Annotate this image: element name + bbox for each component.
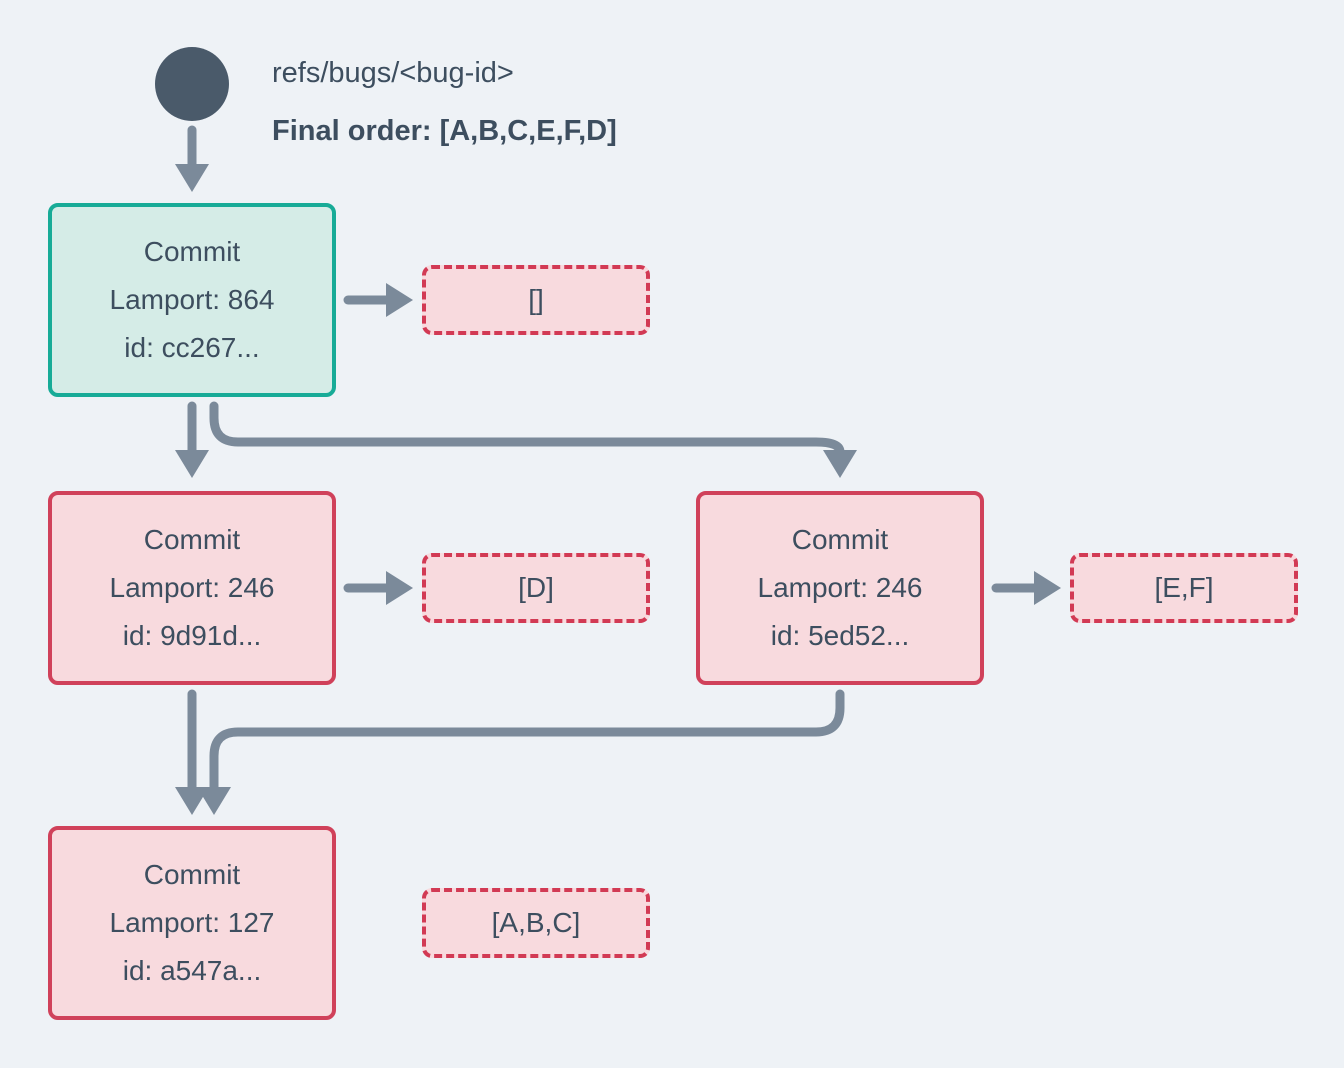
arrow-right-to-bottom [209,689,845,794]
commit-title: Commit [143,859,241,890]
commit-node-right: Commit Lamport: 246 id: 5ed52... [696,491,984,685]
arrowhead-left-to-ops [386,571,413,605]
ref-node-circle [155,47,229,121]
commit-id: id: 9d91d... [122,620,262,651]
commit-id: id: a547a... [122,955,262,986]
commit-lamport: Lamport: 246 [757,572,923,603]
ops-list-label: [] [528,284,544,315]
ops-list-bottom: [A,B,C] [422,888,650,958]
ref-label: refs/bugs/<bug-id> [272,57,514,89]
commit-lamport: Lamport: 246 [109,572,275,603]
commit-lamport: Lamport: 864 [109,284,275,315]
commit-title: Commit [143,236,241,267]
arrow-root-to-right [209,401,845,457]
arrowhead-root-to-left [175,450,209,478]
commit-node-root: Commit Lamport: 864 id: cc267... [48,203,336,397]
arrowhead-right-to-bottom [197,787,231,815]
arrowhead-left-to-bottom [175,787,209,815]
ops-list-root: [] [422,265,650,335]
commit-id: id: 5ed52... [770,620,910,651]
arrowhead-root-to-ops [386,283,413,317]
final-order-label: Final order: [A,B,C,E,F,D] [272,115,617,147]
arrowhead-right-to-ops [1034,571,1061,605]
arrowhead-ref-to-root [175,164,209,192]
ops-list-right: [E,F] [1070,553,1298,623]
arrowhead-root-to-right [823,450,857,478]
commit-title: Commit [791,524,889,555]
ops-list-left: [D] [422,553,650,623]
commit-node-left: Commit Lamport: 246 id: 9d91d... [48,491,336,685]
commit-id: id: cc267... [124,332,260,363]
commit-lamport: Lamport: 127 [109,907,275,938]
commit-title: Commit [143,524,241,555]
ops-list-label: [E,F] [1154,572,1214,603]
ops-list-label: [D] [518,572,554,603]
ops-list-label: [A,B,C] [491,907,581,938]
commit-node-bottom: Commit Lamport: 127 id: a547a... [48,826,336,1020]
